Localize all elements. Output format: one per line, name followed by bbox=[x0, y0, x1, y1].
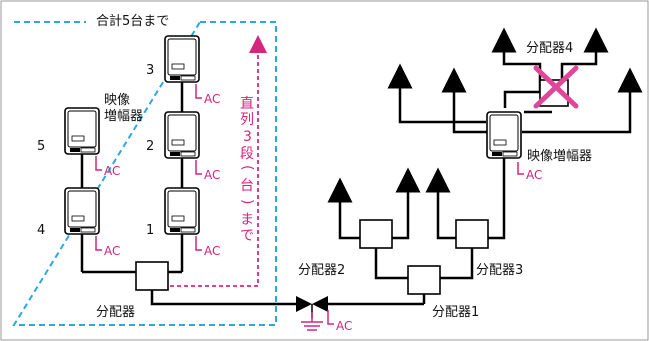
cascade-char-3: 段 bbox=[240, 146, 254, 162]
cascade-char-0: 直 bbox=[240, 95, 254, 112]
cascade-char-7: ま bbox=[240, 212, 254, 228]
right-wiring bbox=[328, 44, 632, 306]
group-wiring bbox=[80, 82, 300, 306]
ac-label-amp3: AC bbox=[204, 92, 220, 106]
ac-label-right-amp: AC bbox=[526, 168, 542, 182]
amp-number-4: 4 bbox=[37, 223, 45, 238]
amp-number-5: 5 bbox=[37, 139, 45, 154]
splitter-1-box bbox=[407, 265, 441, 295]
bowtie-coupler-icon bbox=[296, 296, 328, 312]
splitter-3-label: 分配器3 bbox=[476, 263, 523, 278]
amp-number-2: 2 bbox=[146, 139, 154, 154]
group-title: 合計5台まで bbox=[96, 13, 169, 29]
output-arrows bbox=[327, 27, 643, 203]
cascade-char-6: ) bbox=[239, 199, 255, 204]
ac-label-coupler: AC bbox=[336, 319, 352, 333]
ac-label-amp4: AC bbox=[104, 244, 120, 258]
splitter-3-box bbox=[455, 219, 489, 249]
amp-number-3: 3 bbox=[146, 63, 154, 78]
cascade-char-5: 台 bbox=[240, 178, 254, 194]
ac-leads-group bbox=[95, 84, 202, 251]
cascade-char-1: 列 bbox=[240, 112, 254, 128]
ac-lead-coupler bbox=[327, 310, 334, 325]
splitter-4-label: 分配器4 bbox=[526, 41, 573, 56]
ac-label-amp5: AC bbox=[104, 164, 120, 178]
ac-label-amp1: AC bbox=[204, 244, 220, 258]
splitter-main-label: 分配器 bbox=[96, 305, 135, 320]
cascade-note: 直 列 3 段 ( 台 ) ま で bbox=[239, 95, 255, 244]
amp-group-label-line1: 映像 bbox=[104, 93, 130, 108]
amp-number-1: 1 bbox=[146, 223, 154, 238]
amplifier-5 bbox=[64, 107, 100, 155]
cascade-arrow bbox=[170, 35, 267, 287]
amp-right-label: 映像増幅器 bbox=[527, 149, 592, 164]
amplifier-3 bbox=[164, 35, 200, 83]
splitter-2-box bbox=[359, 219, 393, 249]
splitter-1-label: 分配器1 bbox=[432, 305, 479, 320]
cascade-char-8: で bbox=[240, 228, 254, 244]
amplifier-right bbox=[486, 111, 522, 159]
splitter-2-label: 分配器2 bbox=[298, 263, 345, 278]
ac-lead-right-amp bbox=[517, 162, 524, 175]
ground-symbol-icon bbox=[301, 312, 323, 331]
amplifier-2 bbox=[164, 111, 200, 159]
ac-label-amp2: AC bbox=[204, 168, 220, 182]
splitter-main-box bbox=[135, 261, 169, 291]
group-dashed-box bbox=[12, 21, 277, 326]
cascade-char-4: ( bbox=[239, 165, 255, 170]
cascade-char-2: 3 bbox=[243, 129, 252, 145]
amplifier-1 bbox=[164, 187, 200, 235]
amplifier-4 bbox=[64, 187, 100, 235]
amp-group-label-line2: 増幅器 bbox=[104, 109, 143, 124]
cross-mark-icon bbox=[533, 65, 579, 109]
